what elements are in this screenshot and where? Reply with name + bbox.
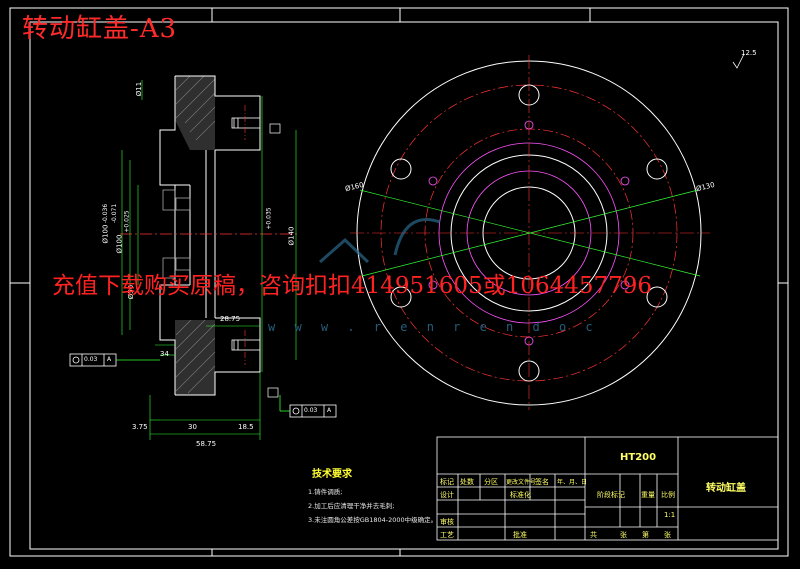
roughness-note: 12.5 [741,49,757,57]
tb-label-count: 处数 [460,478,474,486]
tb-label-process: 工艺 [440,531,454,539]
tb-part-name: 转动缸盖 [706,483,746,494]
section-view [69,75,337,440]
dim-18-5: 18.5 [238,423,254,431]
dim-line-right [361,189,699,277]
inner-frame [29,21,779,550]
title-block [436,436,779,541]
end-view [350,55,710,410]
gdt-frame-1 [69,353,160,367]
dim-3-75: 3.75 [132,423,148,431]
outer-frame [9,7,789,557]
tech-req-2: 2.加工后应清理干净并去毛刺; [308,502,395,510]
tb-label-no: 第 [642,531,649,539]
promo-banner: 充值下载购买原稿，咨询扣扣414951605或1064457796 [52,273,653,299]
tb-label-doc: 更改文件号 [506,479,537,486]
tb-label-sheet: 张 [620,531,627,539]
tb-label-standard: 标准化 [510,491,531,499]
dim-tol1: -0.036 [102,203,110,224]
tb-label-date: 年、月、日 [557,479,588,486]
dim-tol3: +0.035 [265,207,273,230]
dim-d4: Ø140 [287,226,296,246]
tb-label-zone: 分区 [484,478,498,486]
tb-label-design: 设计 [440,491,454,499]
tech-requirements-title: 技术要求 [312,469,352,480]
hatching [175,75,216,394]
dim-tol4: +0.025 [123,210,131,233]
gdt2-value: 0.03 [304,407,318,414]
dim-d2: Ø100 [101,224,110,244]
tb-material: HT200 [620,452,657,463]
watermark-text: w w w . r e n r e n d o c [268,320,599,334]
zone-ticks [10,8,788,556]
roughness-symbol [732,53,745,69]
dimension-lines [121,80,297,440]
gdt2-ref: A [327,407,332,414]
watermark-logo [319,217,441,264]
dim-34: 34 [160,350,169,358]
tech-req-1: 1.铸件调质; [308,488,343,496]
tb-scale: 1:1 [664,511,676,519]
dim-d3: Ø100 [115,234,124,254]
dim-tol2: -0.071 [111,203,119,224]
tb-label-approve: 批准 [513,531,527,539]
tb-label-ratio: 比例 [661,491,675,499]
tb-label-sheet2: 张 [664,531,671,539]
tb-label-stage: 阶段标记 [597,491,625,499]
tb-label-weight: 重量 [641,491,655,499]
drawing-title: 转动缸盖-A3 [22,14,178,44]
tech-req-3: 3.未注圆角公差按GB1804-2000中级确定。 [308,516,438,524]
tb-label-mark: 标记 [440,478,454,486]
dim-58-75: 58.75 [196,440,217,448]
dim-28-75: 28.75 [220,315,241,323]
tb-label-total: 共 [590,531,597,539]
gdt1-value: 0.03 [84,356,98,363]
dim-30: 30 [188,423,197,431]
gdt-frame-2 [279,395,337,418]
dim-d1: Ø11 [135,81,144,97]
gdt1-ref: A [107,356,112,363]
tb-label-review: 审核 [440,518,454,526]
tb-label-sign: 签名 [535,478,549,486]
